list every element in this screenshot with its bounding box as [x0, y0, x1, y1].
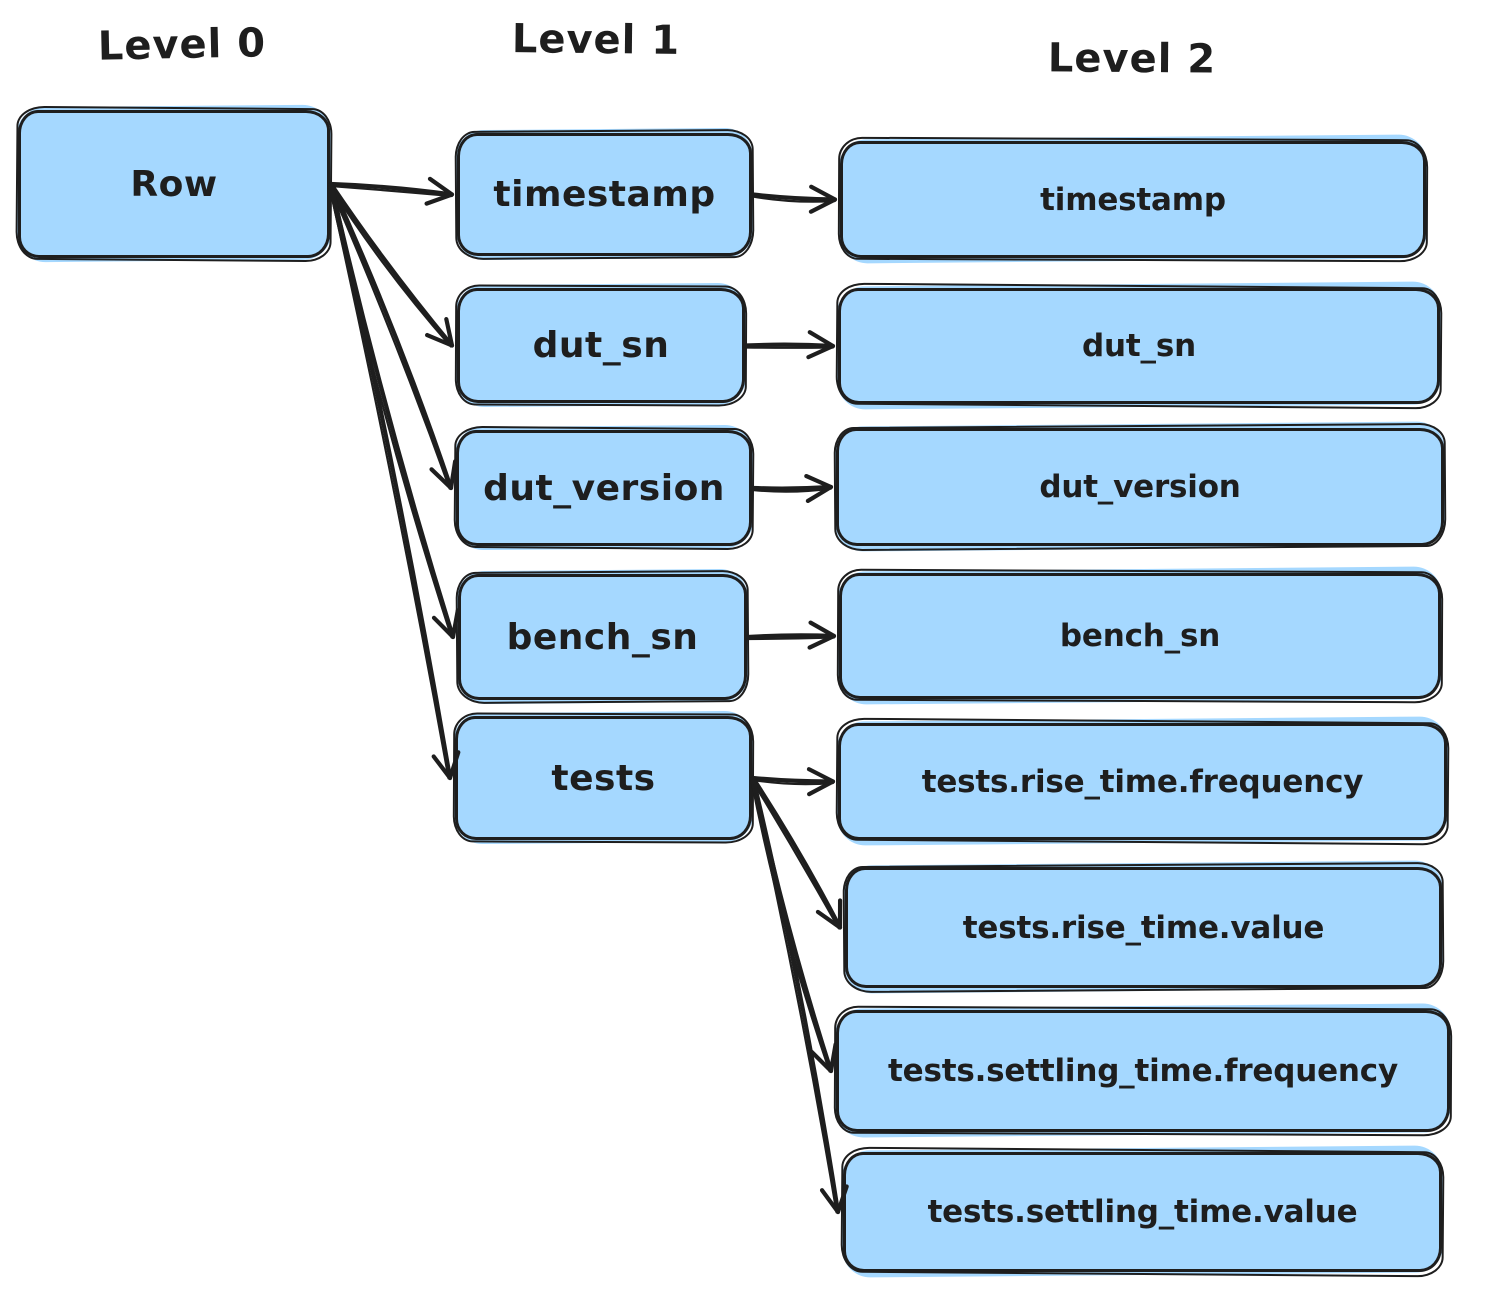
node-timestamp-l1: timestamp	[457, 133, 752, 256]
node-row: Row	[18, 110, 330, 258]
node-dut-version-l1: dut_version	[456, 430, 752, 546]
node-tests-l1-label: tests	[551, 757, 656, 799]
node-dut-sn-l1: dut_sn	[457, 288, 745, 403]
node-dut-version-l2-label: dut_version	[1039, 469, 1241, 505]
node-tests-rise-time-frequency-label: tests.rise_time.frequency	[921, 763, 1364, 800]
column-header-level-0: Level 0	[97, 20, 267, 70]
column-header-level-1: Level 1	[511, 16, 681, 64]
node-tests-rise-time-frequency: tests.rise_time.frequency	[838, 723, 1447, 840]
node-tests-settling-time-frequency: tests.settling_time.frequency	[836, 1010, 1450, 1132]
node-dut-sn-l2: dut_sn	[838, 288, 1440, 404]
node-tests-settling-time-value: tests.settling_time.value	[843, 1152, 1442, 1272]
node-row-label: Row	[130, 163, 218, 205]
node-tests-settling-time-frequency-label: tests.settling_time.frequency	[888, 1053, 1398, 1089]
node-tests-rise-time-value: tests.rise_time.value	[845, 867, 1442, 988]
node-bench-sn-l1: bench_sn	[458, 574, 747, 700]
node-tests-rise-time-value-label: tests.rise_time.value	[962, 909, 1325, 946]
node-tests-settling-time-value-label: tests.settling_time.value	[927, 1194, 1358, 1230]
node-bench-sn-l2: bench_sn	[839, 573, 1441, 699]
node-timestamp-l1-label: timestamp	[493, 174, 716, 215]
node-dut-sn-l1-label: dut_sn	[532, 325, 670, 366]
node-tests-l1: tests	[455, 716, 752, 840]
node-timestamp-l2-label: timestamp	[1040, 181, 1226, 218]
node-timestamp-l2: timestamp	[840, 141, 1426, 258]
node-dut-version-l2: dut_version	[836, 428, 1444, 546]
node-bench-sn-l1-label: bench_sn	[506, 616, 699, 658]
node-dut-sn-l2-label: dut_sn	[1082, 328, 1196, 364]
column-header-level-2: Level 2	[1047, 35, 1217, 83]
node-dut-version-l1-label: dut_version	[483, 467, 725, 509]
node-bench-sn-l2-label: bench_sn	[1059, 618, 1221, 654]
